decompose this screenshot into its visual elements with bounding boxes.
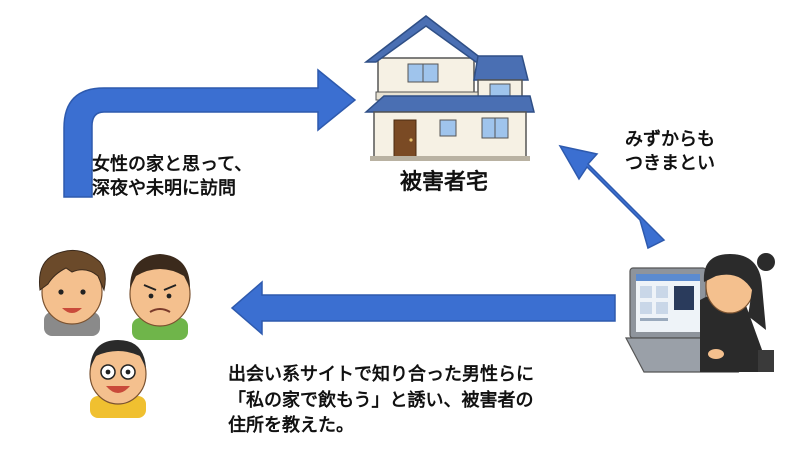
victim-home-label: 被害者宅	[400, 170, 489, 195]
man-group-illustration	[38, 249, 191, 418]
woman-laptop-illustration	[625, 253, 775, 373]
visit-description-label: 女性の家と思って、 深夜や未明に訪問	[92, 153, 322, 202]
invitation-line-3: 住所を教えた。	[228, 415, 354, 437]
invitation-line-2: 「私の家で飲もう」と誘い、被害者の	[228, 389, 534, 411]
stalking-label: みずからも つきまとい	[625, 128, 795, 177]
laptop-screen	[629, 267, 707, 339]
invitation-line-1: 出会い系サイトで知り合った男性らに	[228, 364, 534, 385]
invitation-description-label: 出会い系サイトで知り合った男性らに 「私の家で飲もう」と誘い、被害者の 住所を教…	[228, 362, 648, 439]
stalking-line-2: つきまとい	[625, 153, 715, 175]
man-3-illustration	[89, 340, 147, 418]
house-illustration	[363, 15, 535, 161]
arrow-woman-to-house	[558, 144, 666, 250]
visit-description-line-2: 深夜や未明に訪問	[92, 178, 236, 200]
stalking-line-1: みずからも	[625, 129, 715, 150]
man-2-illustration	[129, 254, 191, 340]
visit-description-line-1: 女性の家と思って、	[92, 154, 253, 175]
arrow-to-house-curved	[63, 68, 357, 198]
man-1-illustration	[38, 249, 106, 336]
arrow-woman-to-men	[230, 280, 616, 336]
